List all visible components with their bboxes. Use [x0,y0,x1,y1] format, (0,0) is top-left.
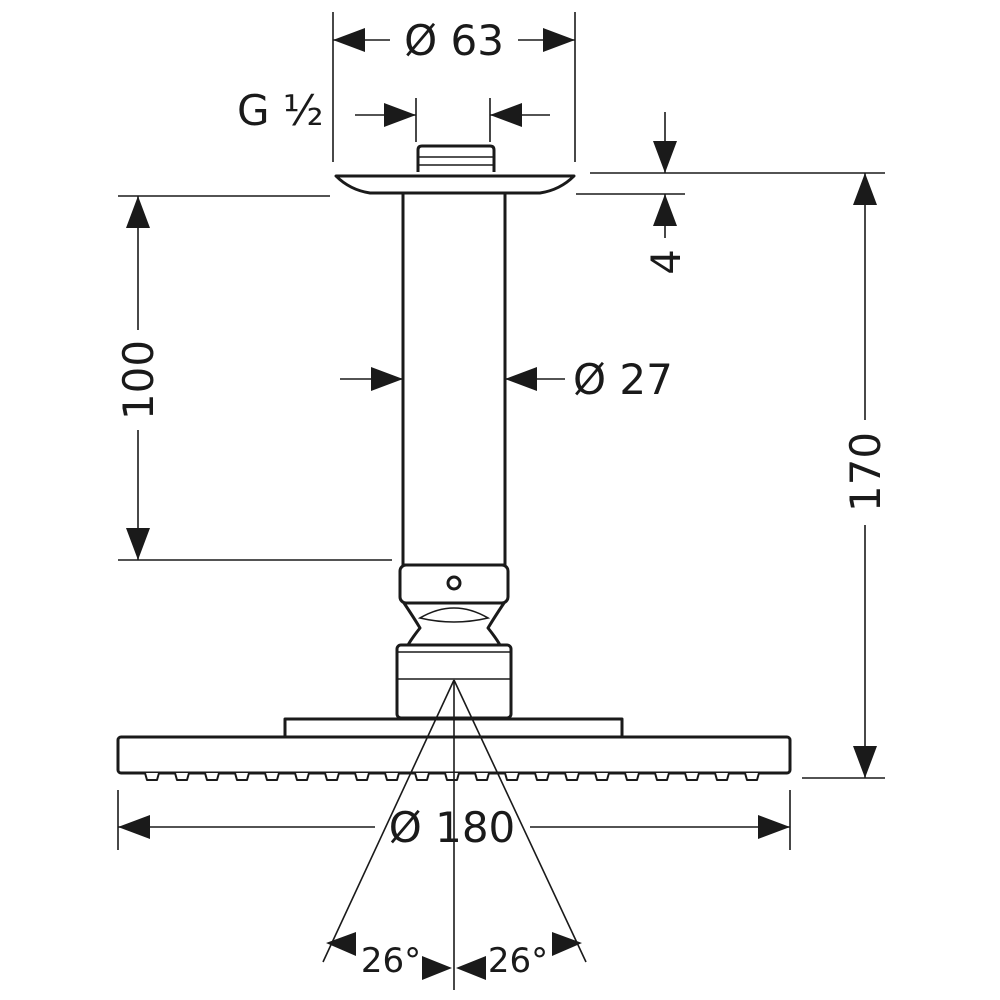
nozzle [354,772,370,781]
spray-angle-lines [322,679,587,990]
total-height-label: 170 [841,432,890,512]
nozzle [744,772,760,781]
dimension-labels: Ø 63 G ½ 4 100 Ø 27 170 Ø 180 26° 26° [114,16,890,981]
arm-diameter-label: Ø 27 [573,355,673,404]
arrow-angle-left-outer [326,932,356,956]
nozzle [684,772,700,781]
arrow-4-bottom [653,194,677,226]
arm-length-label: 100 [114,340,163,420]
arrow-27-left [371,367,403,391]
arm-tube [401,191,507,567]
nozzle [444,772,460,781]
nozzle [564,772,580,781]
arrow-g-left [384,103,416,127]
nozzle [234,772,250,781]
nozzle [714,772,730,781]
nozzle [504,772,520,781]
arrow-angle-right-inner [456,956,486,980]
angle-right-label: 26° [488,941,548,981]
arrow-170-top [853,173,877,205]
nozzle [384,772,400,781]
nozzle [264,772,280,781]
flange-thickness-label: 4 [644,249,690,274]
arrow-27-right [505,367,537,391]
arrow-180-left [118,815,150,839]
dimension-lines [117,12,885,980]
ball-joint [402,601,506,647]
arrow-170-bottom [853,746,877,778]
arrow-angle-right-outer [552,932,582,956]
ceiling-flange [334,174,576,195]
nozzle [654,772,670,781]
flange-diameter-label: Ø 63 [404,16,504,65]
nozzle [204,772,220,781]
angle-left-label: 26° [361,941,421,981]
arrow-4-top [653,141,677,173]
arrow-g-right [490,103,522,127]
nozzle [294,772,310,781]
collar-hole [446,575,462,591]
nozzle [324,772,340,781]
arrow-63-left [333,28,365,52]
nozzle [144,772,160,781]
nozzle [624,772,640,781]
nozzle-row [144,772,760,781]
nozzle [414,772,430,781]
threaded-connector [416,144,496,172]
arrow-100-top [126,196,150,228]
nozzle [594,772,610,781]
thread-label: G ½ [237,86,324,135]
nozzle [174,772,190,781]
arrow-angle-left-inner [422,956,452,980]
nozzle [534,772,550,781]
arrow-180-right [758,815,790,839]
nozzle [474,772,490,781]
arrow-63-right [543,28,575,52]
arrow-100-bottom [126,528,150,560]
head-diameter-label: Ø 180 [389,803,516,852]
